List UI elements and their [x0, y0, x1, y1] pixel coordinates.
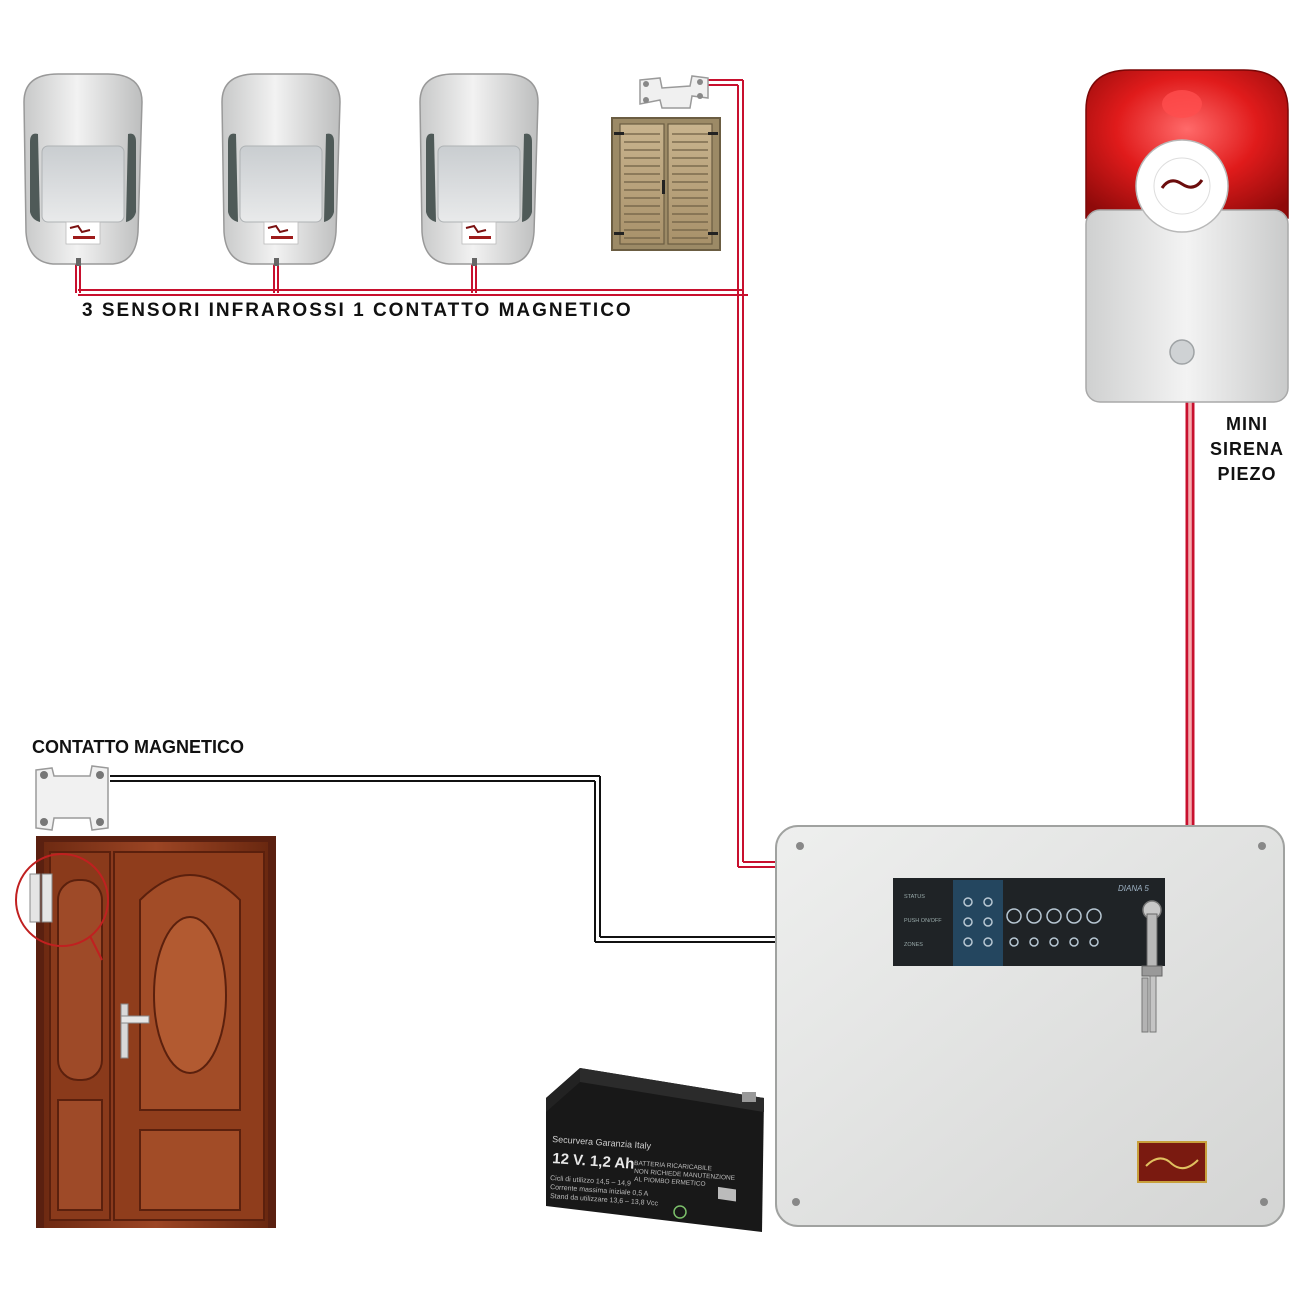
- battery-desc-3: AL PIOMBO ERMETICO: [634, 1176, 706, 1188]
- battery-rating: 12 V. 1,2 Ah: [552, 1150, 635, 1173]
- panel-label-push: PUSH ON/OFF: [904, 918, 942, 924]
- panel-label-zones: ZONES: [904, 942, 923, 948]
- panel-indicator-leds: [963, 897, 1102, 947]
- key-switch-icon[interactable]: [1141, 900, 1163, 1033]
- pir-sensor-1: [23, 73, 143, 266]
- siren-caption-line-2: SIRENA: [1209, 439, 1284, 459]
- pir-sensor-2: [221, 73, 341, 266]
- entrance-door: [15, 836, 276, 1228]
- mini-piezo-siren: [1085, 69, 1289, 403]
- window-magnetic-contact: [639, 75, 709, 109]
- siren-caption-line-1: MINI: [1226, 414, 1268, 434]
- pir-sensor-3: [419, 73, 539, 266]
- sensors-caption: 3 SENSORI INFRAROSSI 1 CONTATTO MAGNETIC…: [82, 300, 633, 321]
- panel-label-status: STATUS: [904, 894, 925, 900]
- siren-wire: [1185, 400, 1195, 830]
- siren-caption-line-3: PIEZO: [1217, 464, 1277, 484]
- window-shutter: [611, 117, 721, 251]
- door-magnetic-contact: [35, 765, 109, 831]
- recycle-icon: [673, 1205, 687, 1219]
- panel-brand-badge: [1137, 1141, 1207, 1183]
- panel-model-label: DIANA 5: [1118, 884, 1149, 893]
- wires: [75, 79, 1195, 943]
- door-contact-caption: CONTATTO MAGNETICO: [32, 737, 244, 757]
- sensor-bus-wire: [75, 79, 780, 868]
- siren-caption: MINI SIRENA PIEZO: [1192, 412, 1300, 487]
- backup-battery: Securvera Garanzia Italy 12 V. 1,2 Ah BA…: [546, 1068, 764, 1232]
- panel-control-board: [893, 878, 1165, 966]
- door-contact-wire: [110, 775, 778, 943]
- siren-logo-badge: [1135, 139, 1229, 233]
- alarm-control-panel: DIANA 5 STATUS PUSH ON/OFF ZONES: [775, 825, 1285, 1227]
